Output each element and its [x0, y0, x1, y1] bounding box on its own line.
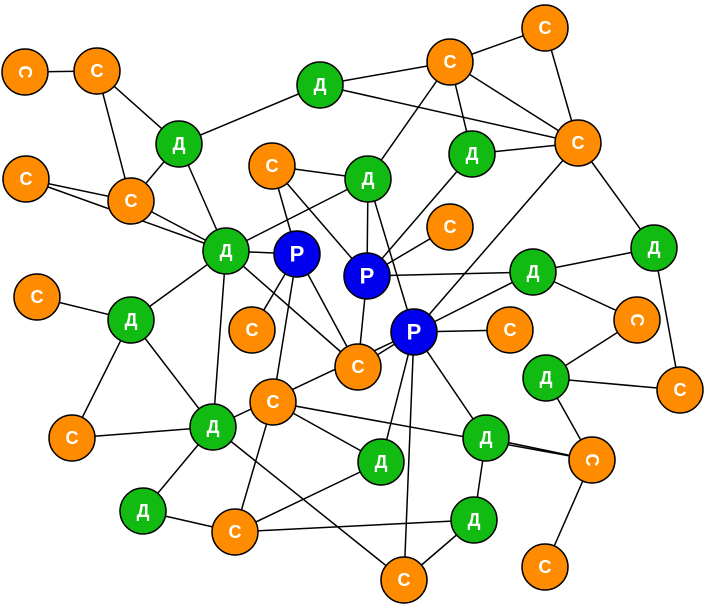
edge-p3-c21: [403, 331, 415, 581]
node-circle-c10: [554, 119, 602, 167]
node-circle-d1: [296, 61, 344, 109]
node-circle-d2: [344, 155, 392, 203]
node-d3: Д: [155, 120, 203, 168]
node-circle-p3: [390, 308, 438, 356]
node-c20: C: [211, 508, 259, 556]
node-circle-c11: [426, 203, 474, 251]
node-circle-c4: [426, 38, 474, 86]
edge-c8-p2: [271, 165, 368, 277]
node-d12: Д: [357, 438, 405, 486]
node-circle-c15: [334, 343, 382, 391]
edge-d6-c17: [653, 247, 681, 391]
edge-c16-c19: [272, 401, 593, 461]
edge-d2-p3: [367, 178, 415, 333]
node-d13: Д: [462, 414, 510, 462]
node-d7: Д: [107, 296, 155, 344]
edge-d8-c20: [234, 519, 475, 533]
node-circle-d12: [357, 438, 405, 486]
node-circle-c2: [73, 47, 121, 95]
edge-d12-c20: [234, 461, 382, 533]
node-circle-c20: [211, 508, 259, 556]
node-circle-c7: [13, 273, 61, 321]
node-c4: C: [426, 38, 474, 86]
node-circle-c19: [568, 436, 616, 484]
node-circle-d8: [450, 496, 498, 544]
edge-d3-d1: [178, 84, 321, 145]
edge-c4-c10: [449, 61, 579, 144]
node-c19: C: [568, 436, 616, 484]
node-circle-c12: [228, 306, 276, 354]
node-circle-d11: [189, 403, 237, 451]
node-c16: C: [249, 378, 297, 426]
edge-p3-d11: [212, 331, 415, 428]
node-circle-c13: [486, 306, 534, 354]
node-d11: Д: [189, 403, 237, 451]
edge-d5-d11: [212, 250, 227, 428]
node-c5: C: [521, 4, 569, 52]
node-circle-c17: [656, 366, 704, 414]
node-c18: C: [48, 414, 96, 462]
node-circle-d13: [462, 414, 510, 462]
node-circle-c3: [2, 155, 50, 203]
node-circle-p1: [273, 230, 321, 278]
node-circle-d3: [155, 120, 203, 168]
node-c13: C: [486, 306, 534, 354]
node-d5: Д: [202, 227, 250, 275]
node-c1: C: [1, 48, 49, 96]
edge-p2-d9: [366, 271, 534, 277]
edge-d11-c21: [212, 426, 405, 581]
node-circle-c6: [107, 177, 155, 225]
node-c22: C: [521, 543, 569, 591]
edge-p1-c16: [272, 253, 298, 403]
edge-d5-c15: [225, 250, 359, 368]
node-c6: C: [107, 177, 155, 225]
node-c10: C: [554, 119, 602, 167]
node-circle-c21: [380, 556, 428, 604]
node-circle-c14: [613, 296, 661, 344]
edge-d1-c10: [319, 84, 579, 144]
node-circle-c5: [521, 4, 569, 52]
edge-c10-p3: [413, 142, 579, 333]
node-c11: C: [426, 203, 474, 251]
node-c7: C: [13, 273, 61, 321]
node-c17: C: [656, 366, 704, 414]
edge-c4-d2: [367, 61, 451, 180]
node-circle-d9: [509, 248, 557, 296]
node-d8: Д: [450, 496, 498, 544]
node-circle-d14: [119, 487, 167, 535]
node-c15: C: [334, 343, 382, 391]
node-c2: C: [73, 47, 121, 95]
node-circle-c8: [248, 142, 296, 190]
node-d4: Д: [448, 130, 496, 178]
node-circle-d4: [448, 130, 496, 178]
node-c12: C: [228, 306, 276, 354]
node-circle-d6: [630, 224, 678, 272]
node-c21: C: [380, 556, 428, 604]
node-p3: P: [390, 308, 438, 356]
node-d1: Д: [296, 61, 344, 109]
node-d14: Д: [119, 487, 167, 535]
node-c14: C: [613, 296, 661, 344]
node-circle-c16: [249, 378, 297, 426]
edge-d2-d5: [225, 178, 369, 252]
node-circle-d10: [522, 354, 570, 402]
node-circle-d5: [202, 227, 250, 275]
node-p2: P: [343, 252, 391, 300]
node-d6: Д: [630, 224, 678, 272]
edge-d4-p2: [366, 153, 473, 277]
node-circle-c22: [521, 543, 569, 591]
node-d9: Д: [509, 248, 557, 296]
node-circle-p2: [343, 252, 391, 300]
node-c3: C: [2, 155, 50, 203]
node-p1: P: [273, 230, 321, 278]
node-circle-d7: [107, 296, 155, 344]
node-c8: C: [248, 142, 296, 190]
node-circle-c18: [48, 414, 96, 462]
node-circle-c1: [1, 48, 49, 96]
node-d10: Д: [522, 354, 570, 402]
node-d2: Д: [344, 155, 392, 203]
